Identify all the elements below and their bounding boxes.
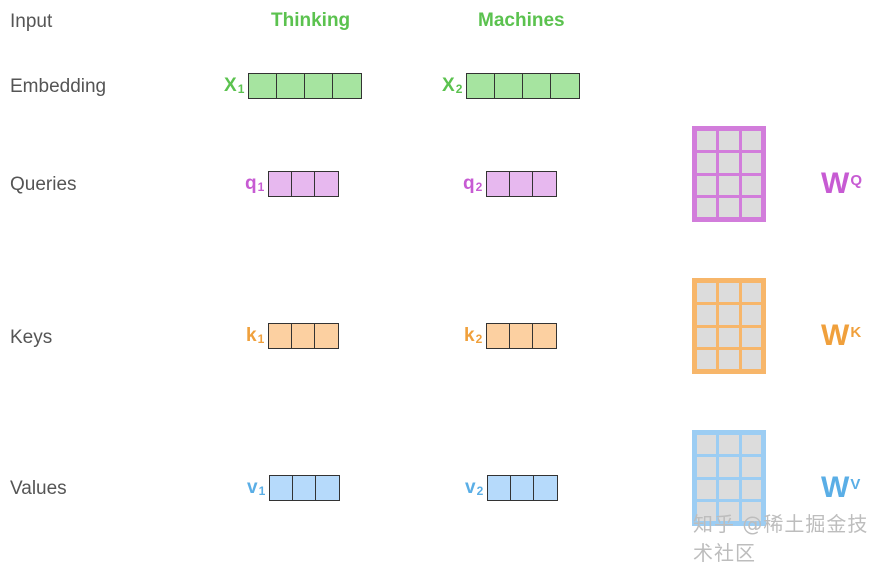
input-word-thinking: Thinking bbox=[271, 10, 351, 31]
key-k2-cells bbox=[486, 323, 558, 349]
row-label-embedding: Embedding bbox=[10, 76, 107, 97]
weight-matrix-k bbox=[692, 278, 766, 374]
embedding-x1-cells bbox=[248, 73, 363, 99]
weight-matrix-v bbox=[692, 430, 766, 526]
watermark: 知乎 @稀土掘金技术社区 bbox=[693, 512, 869, 565]
value-v1-cells bbox=[269, 475, 341, 501]
weight-matrix-q bbox=[692, 126, 766, 222]
query-q1-cells bbox=[268, 171, 340, 197]
row-label-queries: Queries bbox=[10, 174, 77, 195]
key-k1-cells bbox=[268, 323, 340, 349]
query-q2-cells bbox=[486, 171, 558, 197]
row-label-values: Values bbox=[10, 478, 67, 499]
row-label-keys: Keys bbox=[10, 327, 53, 348]
value-v2-cells bbox=[487, 475, 559, 501]
input-word-machines: Machines bbox=[478, 10, 565, 31]
row-label-input: Input bbox=[10, 11, 53, 32]
embedding-x2-cells bbox=[466, 73, 581, 99]
